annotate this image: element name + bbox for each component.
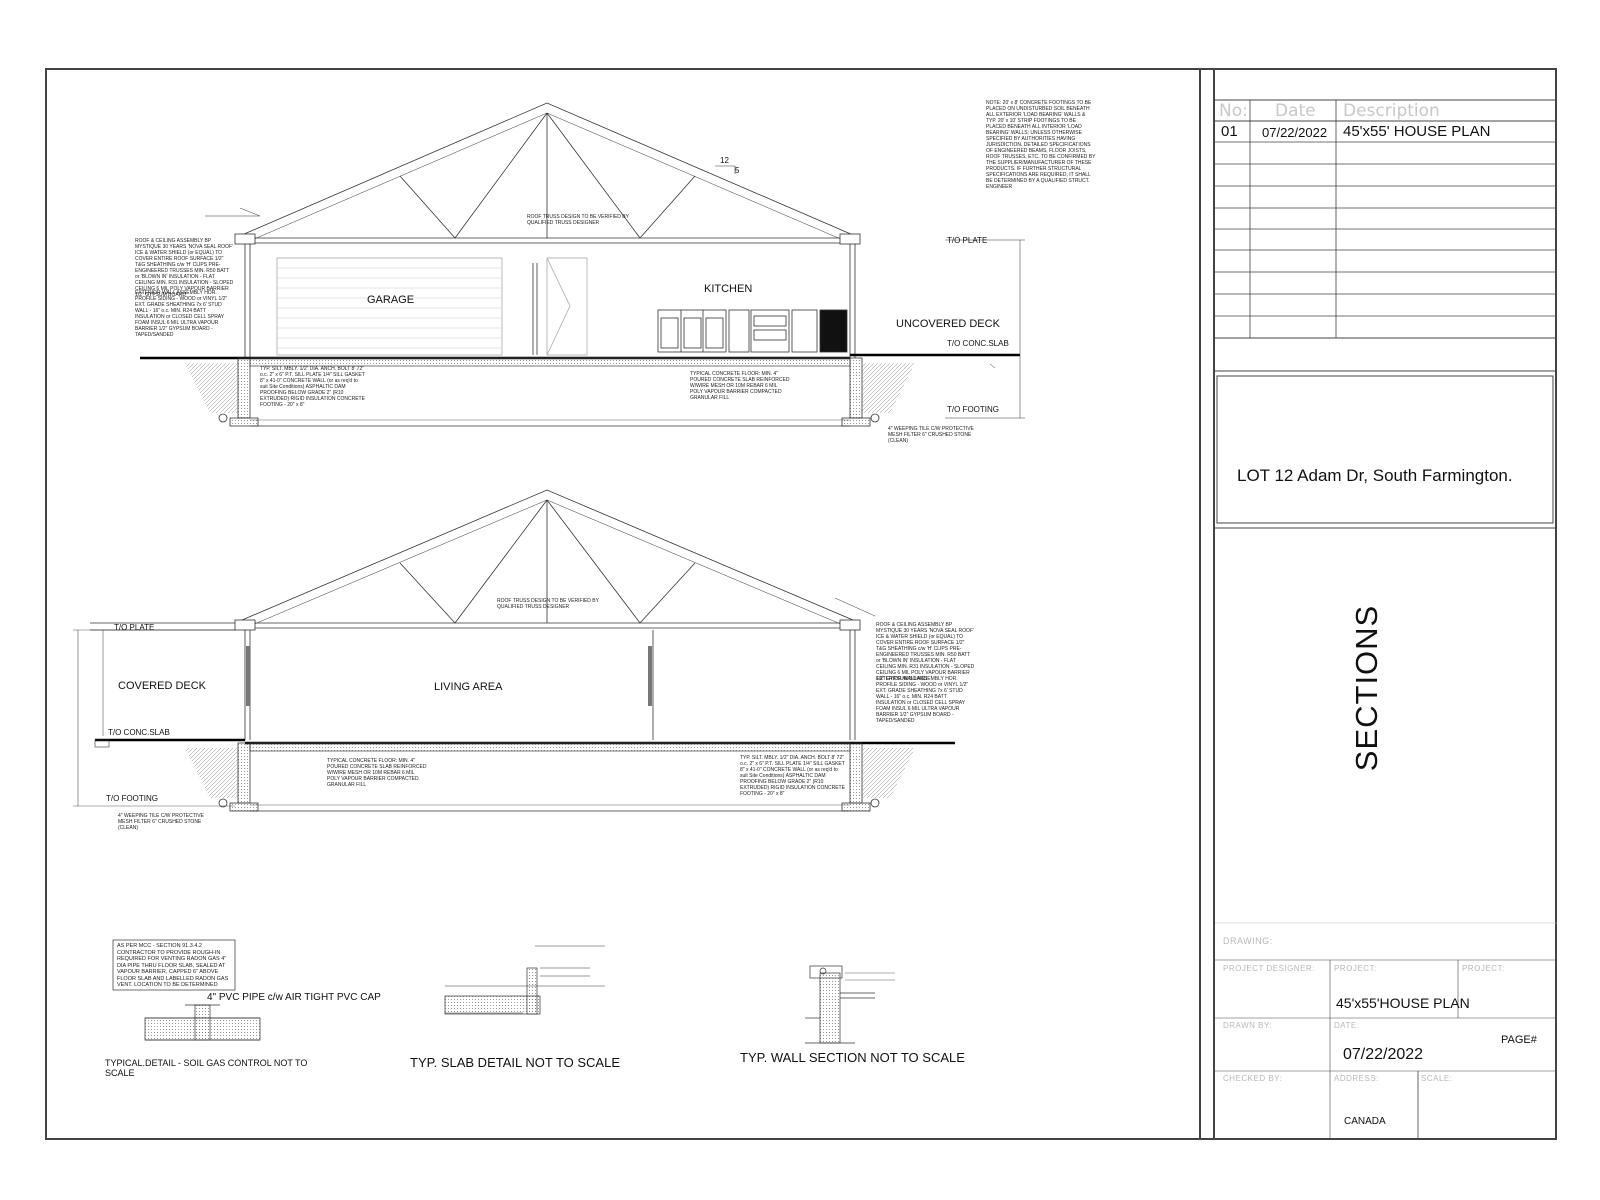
label-drawn-by: DRAWN BY: <box>1223 1021 1273 1030</box>
note-weeping-2: 4" WEEPING TILE C/W PROTECTIVE MESH FILT… <box>118 813 204 831</box>
label-scale: SCALE: <box>1421 1074 1453 1083</box>
note-sill-1: TYP. SILT. MBLY. 1/2" DIA. ANCH. BOLT 8'… <box>260 366 365 408</box>
note-wall-assembly-2: EXTERIOR WALL ASSEMBLY HOR. PROFILE SIDI… <box>876 676 969 724</box>
section-drawings <box>73 102 1025 1044</box>
revision-date: 07/22/2022 <box>1262 125 1328 140</box>
room-label-kitchen: KITCHEN <box>704 283 753 295</box>
level-plate-2: T/O PLATE <box>114 623 155 632</box>
roof-outline-2 <box>234 489 861 624</box>
room-label-living-area: LIVING AREA <box>434 681 503 693</box>
interior-door <box>546 257 588 356</box>
revision-no: 01 <box>1221 123 1238 140</box>
pvc-pipe-label: 4" PVC PIPE c/w AIR TIGHT PVC CAP <box>207 992 381 1003</box>
sheet-title: SECTIONS <box>1349 604 1384 772</box>
note-sill-2: TYP. SILT. MBLY. 1/2" DIA. ANCH. BOLT 8'… <box>740 755 845 797</box>
drawing-sheet <box>45 68 1557 1140</box>
radon-note: AS PER MCC - SECTION 91.3.4.2 CONTRACTOR… <box>117 943 229 988</box>
project-date: 07/22/2022 <box>1343 1046 1424 1063</box>
note-wall-assembly-1: EXTERIOR WALL ASSEMBLY HOR. PROFILE SIDI… <box>135 290 228 338</box>
label-address: ADDRESS: <box>1334 1074 1379 1083</box>
kitchen-cabinets <box>657 309 848 353</box>
note-weeping-1: 4" WEEPING TILE C/W PROTECTIVE MESH FILT… <box>888 426 974 444</box>
title-block: No: Date Description 01 07/22/2022 45'x5… <box>1213 68 1557 1140</box>
drawing-area: GARAGE KITCHEN UNCOVERED DECK 12 5 T/O P… <box>45 68 1201 1140</box>
section-2 <box>73 489 955 812</box>
room-label-covered-deck: COVERED DECK <box>118 680 207 692</box>
note-footing: NOTE: 20' x 8' CONCRETE FOOTINGS TO BE P… <box>986 100 1096 190</box>
slope-rise: 5 <box>735 166 740 175</box>
label-drawing: DRAWING: <box>1223 936 1273 946</box>
note-roof-assembly-1: ROOF & CEILING ASSEMBLY BP MYSTIQUE 30 Y… <box>135 238 234 298</box>
project-name: 45'x55'HOUSE PLAN <box>1336 995 1470 1011</box>
garage-door <box>276 257 503 356</box>
note-roof-assembly-2: ROOF & CEILING ASSEMBLY BP MYSTIQUE 30 Y… <box>876 622 975 682</box>
slab-detail-caption: TYP. SLAB DETAIL NOT TO SCALE <box>410 1055 621 1070</box>
title-block-frame <box>1213 68 1557 1138</box>
soil-gas-caption: TYPICAL.DETAIL - SOIL GAS CONTROL NOT TO… <box>105 1058 308 1078</box>
level-footing-1: T/O FOOTING <box>947 405 999 414</box>
page-number-label: PAGE# <box>1501 1034 1537 1046</box>
detail-drawings <box>112 939 895 1044</box>
note-truss-2: ROOF TRUSS DESIGN TO BE VERIFIED BY QUAL… <box>497 598 599 610</box>
revision-header-description: Description <box>1343 101 1440 121</box>
label-project-designer: PROJECT DESIGNER: <box>1223 964 1315 973</box>
level-slab-1: T/O CONC.SLAB <box>947 339 1009 348</box>
revision-description: 45'x55' HOUSE PLAN <box>1343 123 1491 140</box>
address-box <box>1216 375 1554 524</box>
note-floor-2: TYPICAL CONCRETE FLOOR: MIN. 4" POURED C… <box>327 758 427 788</box>
label-project: PROJECT: <box>1334 964 1377 973</box>
level-plate-1: T/O PLATE <box>947 236 988 245</box>
level-footing-2: T/O FOOTING <box>106 794 158 803</box>
wall-section-caption: TYP. WALL SECTION NOT TO SCALE <box>740 1050 965 1065</box>
label-checked-by: CHECKED BY: <box>1223 1074 1283 1083</box>
note-truss-1: ROOF TRUSS DESIGN TO BE VERIFIED BY QUAL… <box>527 214 629 226</box>
slope-run: 12 <box>720 156 729 165</box>
revision-header-date: Date <box>1275 101 1316 121</box>
room-label-garage: GARAGE <box>367 294 415 306</box>
note-floor-1: TYPICAL CONCRETE FLOOR: MIN. 4" POURED C… <box>690 371 790 401</box>
revision-header-no: No: <box>1219 101 1248 121</box>
level-slab-2: T/O CONC.SLAB <box>108 728 170 737</box>
label-project-2: PROJECT: <box>1462 964 1505 973</box>
roof-outline-1 <box>234 102 861 239</box>
country: CANADA <box>1344 1116 1386 1127</box>
radon-note-box <box>112 939 236 991</box>
section-1 <box>140 102 1025 427</box>
label-date: DATE: <box>1334 1021 1360 1030</box>
project-address: LOT 12 Adam Dr, South Farmington. <box>1237 466 1513 485</box>
title-block-grid <box>1213 99 1557 1140</box>
room-label-uncovered-deck-text: UNCOVERED DECK <box>896 318 1000 330</box>
